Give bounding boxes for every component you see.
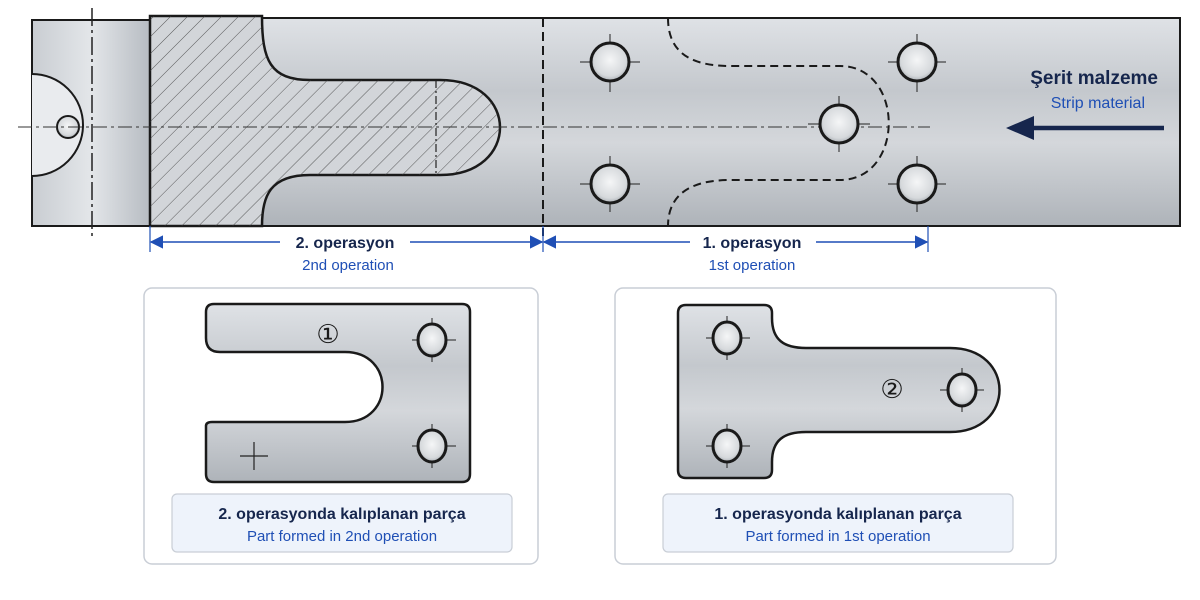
- hatch-pattern: [150, 16, 500, 226]
- op1-label-en: 1st operation: [709, 257, 796, 274]
- caption-en: Part formed in 1st operation: [745, 528, 930, 545]
- strip: Şerit malzeme Strip material: [18, 8, 1181, 238]
- caption-tr: 2. operasyonda kalıplanan parça: [218, 506, 465, 523]
- panel-part-op2: ① 2. operasyonda kalıplanan parça Part f…: [143, 287, 539, 565]
- part-op2-hole-bottom: [412, 424, 456, 468]
- hole-center: [808, 96, 870, 152]
- caption-en: Part formed in 2nd operation: [247, 528, 437, 545]
- part-op1-hole-right: [940, 368, 984, 412]
- part-op1-shape: [676, 303, 1001, 480]
- hole-bottom-right: [888, 156, 946, 212]
- part-op2-hole-top: [412, 318, 456, 362]
- dimension-lines: 2. operasyon 2nd operation 1. operasyon …: [149, 226, 929, 274]
- caption-box: [662, 493, 1014, 553]
- op2-label-en: 2nd operation: [302, 257, 394, 274]
- crosshair-mark: [240, 442, 268, 470]
- part-op1-hole-bottom: [706, 424, 750, 468]
- part-op2-shape: [204, 302, 472, 484]
- caption-box: [171, 493, 513, 553]
- op1-dashed-contour: [667, 17, 890, 227]
- part-op2-marker: ①: [316, 319, 339, 349]
- caption-tr: 1. operasyonda kalıplanan parça: [714, 506, 961, 523]
- op1-label-tr: 1. operasyon: [703, 235, 802, 252]
- hole-top-right: [888, 34, 946, 92]
- op1-holes: [580, 34, 946, 212]
- panel-part-op1: ② 1. operasyonda kalıplanan parça Part f…: [614, 287, 1057, 565]
- hole-bottom-left: [580, 156, 640, 212]
- feed-direction-arrow-icon: [1006, 116, 1164, 140]
- hole-top-left: [580, 34, 640, 92]
- strip-label-en: Strip material: [1051, 95, 1145, 112]
- op2-label-tr: 2. operasyon: [296, 235, 395, 252]
- part-op1-hole-top: [706, 316, 750, 360]
- strip-label-tr: Şerit malzeme: [1030, 68, 1158, 89]
- part-op1-marker: ②: [880, 374, 903, 404]
